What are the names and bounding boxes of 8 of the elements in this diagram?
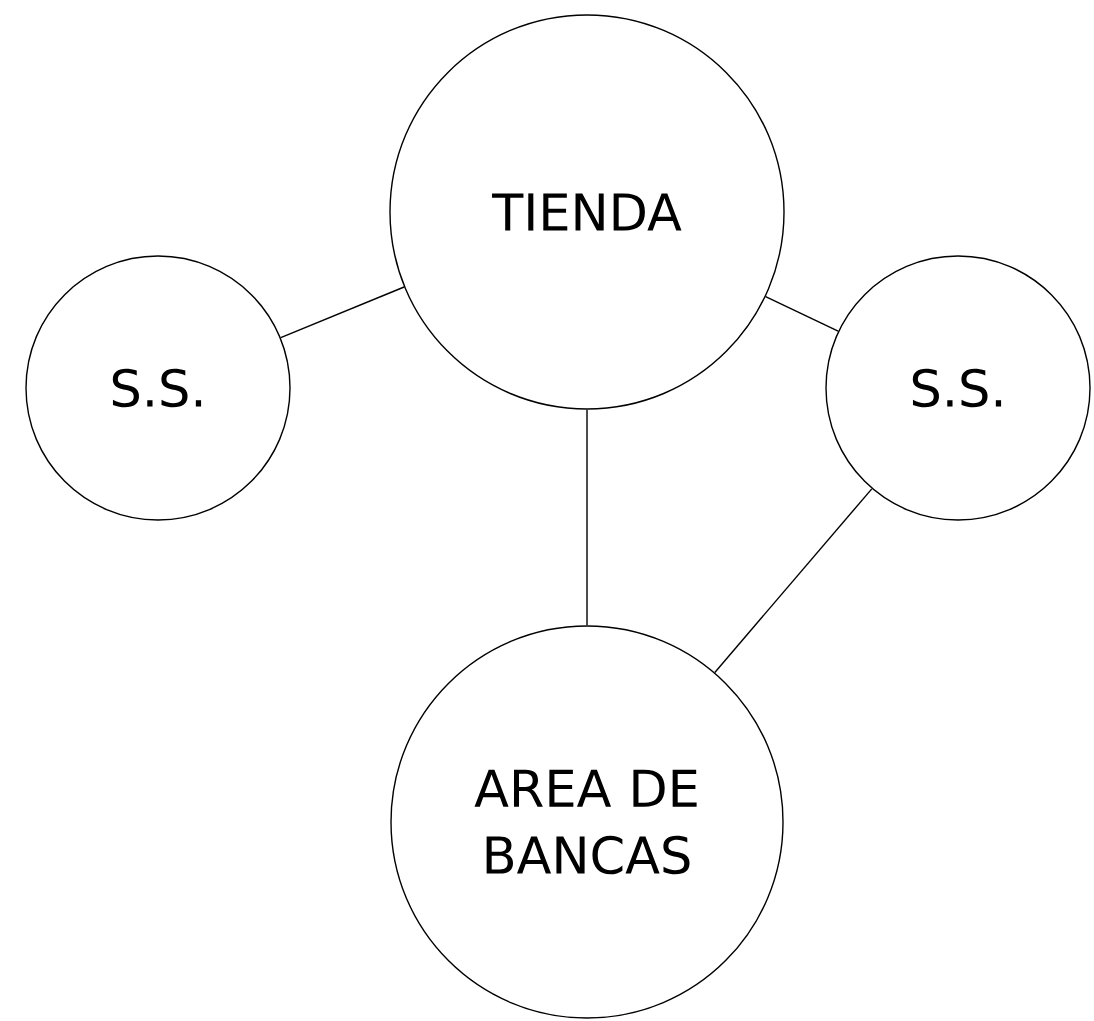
- connector-line: [586, 409, 588, 626]
- connector-line: [714, 488, 873, 674]
- circle-node: S.S.: [25, 255, 291, 521]
- circle-node: AREA DE BANCAS: [390, 625, 784, 1019]
- connector-line: [764, 296, 839, 332]
- connector-line: [280, 286, 405, 339]
- circle-node: TIENDA: [389, 14, 785, 410]
- circle-node: S.S.: [825, 255, 1091, 521]
